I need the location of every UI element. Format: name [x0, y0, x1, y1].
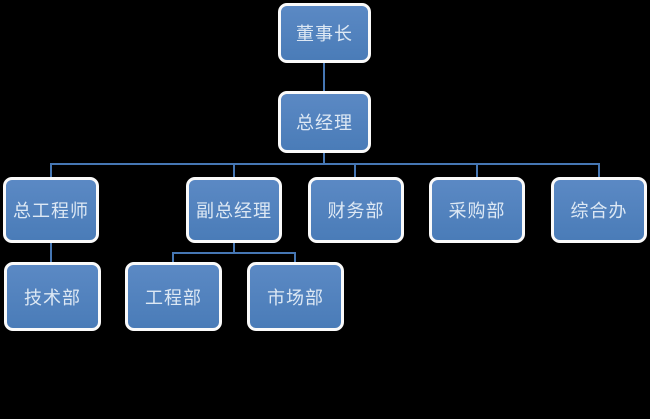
org-node-chief-engineer-label: 总工程师: [13, 201, 89, 222]
org-node-procurement-dept[interactable]: 采购部: [429, 177, 525, 243]
connector-level4-horizontal-bar: [172, 252, 296, 254]
org-node-technical-dept[interactable]: 技术部: [4, 262, 101, 331]
connector-chief-to-technical: [50, 243, 52, 262]
org-node-chairman[interactable]: 董事长: [278, 3, 371, 63]
org-node-technical-dept-label: 技术部: [24, 287, 81, 309]
connector-gm-down-stub: [323, 153, 325, 164]
connector-drop-general-office: [598, 165, 600, 177]
org-node-deputy-general-manager[interactable]: 副总经理: [186, 177, 282, 243]
connector-drop-procurement: [476, 165, 478, 177]
connector-chairman-to-gm: [323, 63, 325, 91]
org-node-general-manager[interactable]: 总经理: [278, 91, 371, 153]
org-node-marketing-dept-label: 市场部: [267, 287, 324, 309]
org-node-deputy-general-manager-label: 副总经理: [196, 201, 272, 222]
connector-drop-engineering: [172, 254, 174, 262]
connector-level3-horizontal-bar: [50, 163, 600, 165]
connector-drop-deputy-gm: [233, 165, 235, 177]
org-node-engineering-dept-label: 工程部: [145, 287, 202, 309]
org-node-procurement-dept-label: 采购部: [448, 201, 506, 222]
org-node-finance-dept-label: 财务部: [327, 201, 385, 222]
org-node-finance-dept[interactable]: 财务部: [308, 177, 404, 243]
org-node-chairman-label: 董事长: [296, 24, 353, 45]
org-node-general-manager-label: 总经理: [296, 113, 353, 134]
connector-deputy-down-stub: [233, 243, 235, 253]
org-node-general-office-label: 综合办: [570, 201, 628, 222]
org-node-general-office[interactable]: 综合办: [551, 177, 647, 243]
org-node-chief-engineer[interactable]: 总工程师: [3, 177, 99, 243]
connector-drop-chief-engineer: [50, 165, 52, 177]
connector-drop-finance: [354, 165, 356, 177]
connector-drop-marketing: [294, 254, 296, 262]
org-node-marketing-dept[interactable]: 市场部: [247, 262, 344, 331]
org-node-engineering-dept[interactable]: 工程部: [125, 262, 222, 331]
